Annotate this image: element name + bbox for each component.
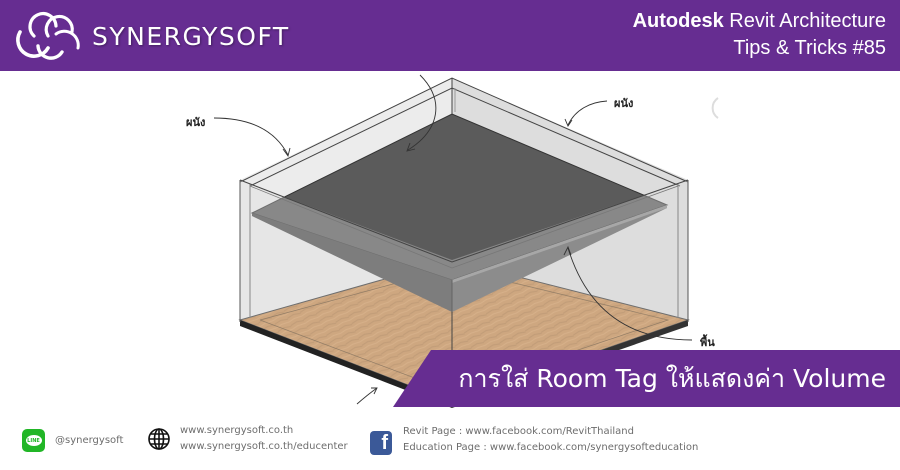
line-contact[interactable]: LINE @synergysoft xyxy=(22,429,123,452)
facebook-revit-page[interactable]: Revit Page : www.facebook.com/RevitThail… xyxy=(403,426,634,437)
synergysoft-logo-icon xyxy=(16,12,80,60)
room-isometric-drawing xyxy=(213,74,719,408)
website-contact: www.synergysoft.co.th www.synergysoft.co… xyxy=(147,423,348,455)
header-title: Autodesk Revit Architecture Tips & Trick… xyxy=(633,8,886,62)
footer: LINE @synergysoft www.synergysoft.co.th … xyxy=(0,411,900,470)
website-url[interactable]: www.synergysoft.co.th xyxy=(180,425,294,436)
decorative-arc xyxy=(711,97,719,119)
wall-label-left: ผนัง xyxy=(186,116,206,129)
line-handle: @synergysoft xyxy=(55,434,124,446)
leader-arrows xyxy=(213,74,693,405)
floor-label: พื้น xyxy=(700,336,715,349)
title-banner: การใส่ Room Tag ให้แสดงค่า Volume xyxy=(393,350,900,407)
globe-icon xyxy=(148,428,170,450)
header-banner: SYNERGYSOFT Autodesk Revit Architecture … xyxy=(0,0,900,71)
wall-label-right: ผนัง xyxy=(614,97,634,110)
facebook-icon: f xyxy=(370,431,392,455)
series-title: Tips & Tricks #85 xyxy=(733,37,886,59)
ceiling-slab xyxy=(250,113,669,312)
tip-title: การใส่ Room Tag ให้แสดงค่า Volume xyxy=(458,364,886,393)
facebook-contact: f Revit Page : www.facebook.com/RevitTha… xyxy=(370,426,699,456)
product-name: Revit Architecture xyxy=(723,10,886,32)
brand-name: SYNERGYSOFT xyxy=(92,22,290,51)
educenter-url[interactable]: www.synergysoft.co.th/educenter xyxy=(180,441,348,452)
facebook-education-page[interactable]: Education Page : www.facebook.com/synerg… xyxy=(403,442,699,453)
product-brand: Autodesk xyxy=(632,10,724,32)
line-icon: LINE xyxy=(22,429,45,452)
